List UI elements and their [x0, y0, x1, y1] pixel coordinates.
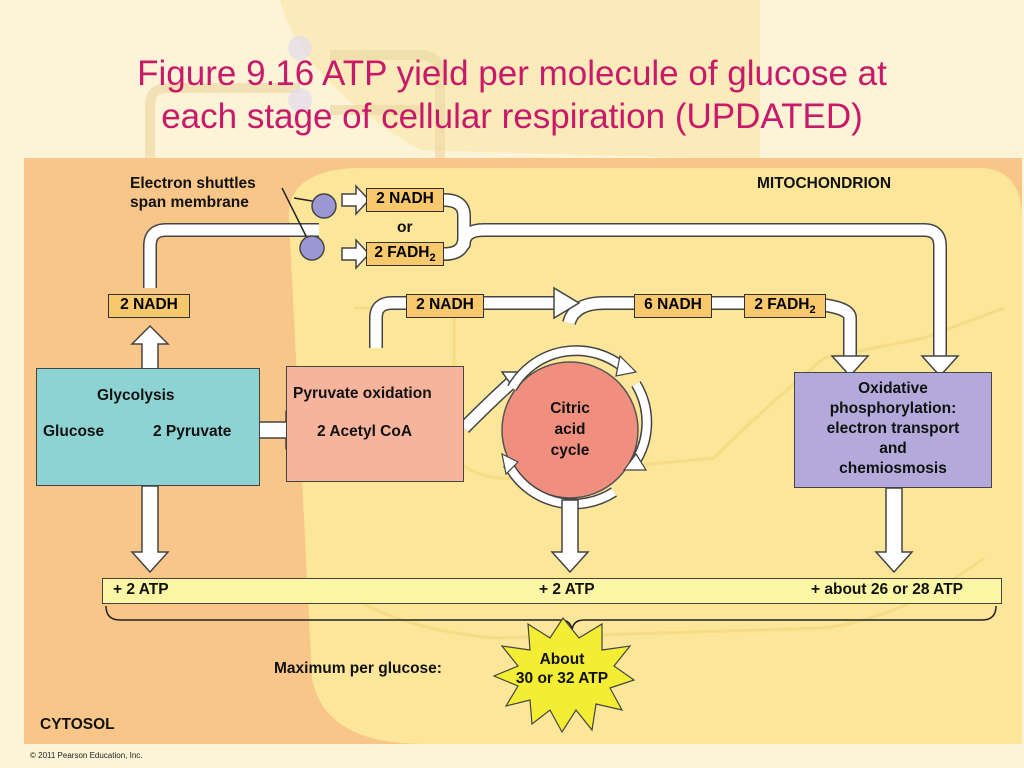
atp-glycolysis: + 2 ATP — [113, 581, 169, 598]
arrow-to-shuttle-nadh — [341, 184, 371, 216]
citric-fadh-text: 2 FADH — [754, 296, 810, 313]
or-label: or — [397, 219, 413, 236]
arrow-down-glycolysis — [130, 485, 170, 574]
shuttle-fadh-subscript: 2 — [429, 252, 436, 265]
arrowhead-to-oxphos-2 — [920, 355, 960, 378]
shuttle-circle-2 — [299, 235, 325, 261]
pyruvate-oxidation-title: Pyruvate oxidation — [293, 385, 432, 402]
oxphos-line-1: Oxidative — [858, 380, 928, 397]
arrow-down-citric — [550, 499, 590, 574]
arrow-to-shuttle-fadh — [341, 238, 371, 270]
citric-acid-cycle-circle — [501, 361, 639, 499]
pyruvate-oxidation-box: Pyruvate oxidation 2 Acetyl CoA — [286, 366, 464, 482]
max-atp-value: About 30 or 32 ATP — [512, 650, 612, 688]
atp-oxphos: + about 26 or 28 ATP — [811, 581, 964, 598]
shuttles-label: Electron shuttles span membrane — [130, 174, 256, 212]
pyruvate-label: 2 Pyruvate — [153, 423, 232, 440]
shuttles-label-line-1: Electron shuttles — [130, 175, 256, 192]
shuttle-fadh-tag: 2 FADH2 — [366, 242, 444, 266]
citric-fadh-subscript: 2 — [809, 304, 816, 317]
slide-title-line-2: each stage of cellular respiration (UPDA… — [161, 97, 863, 136]
atp-citric: + 2 ATP — [539, 581, 595, 598]
diagram-panel: Electron shuttles span membrane MITOCHON… — [24, 158, 1022, 744]
oxphos-box: Oxidative phosphorylation: electron tran… — [794, 372, 992, 488]
shuttle-circle-1 — [311, 193, 337, 219]
max-atp-line-2: 30 or 32 ATP — [515, 670, 609, 687]
shuttle-fadh-text: 2 FADH — [374, 244, 430, 261]
glycolysis-nadh-tag: 2 NADH — [108, 294, 190, 318]
pyruvate-nadh-tag: 2 NADH — [406, 294, 484, 318]
citric-fadh-tag: 2 FADH2 — [744, 294, 826, 318]
copyright: © 2011 Pearson Education, Inc. — [30, 751, 143, 760]
oxphos-line-3: electron transport — [826, 420, 960, 437]
slide-title-line-1: Figure 9.16 ATP yield per molecule of gl… — [137, 54, 887, 93]
acetyl-coa-label: 2 Acetyl CoA — [317, 423, 413, 440]
glycolysis-box: Glycolysis Glucose 2 Pyruvate — [36, 368, 260, 486]
citric-line-2: acid — [554, 421, 586, 438]
arrowhead-to-oxphos-1 — [830, 355, 870, 378]
background-decoration — [145, 0, 760, 160]
oxphos-line-5: chemiosmosis — [839, 460, 947, 477]
arrow-glycolysis-up — [130, 324, 170, 371]
shuttles-label-line-2: span membrane — [130, 194, 249, 211]
citric-line-3: cycle — [550, 442, 590, 459]
cytosol-label: CYTOSOL — [40, 716, 115, 733]
oxphos-line-2: phosphorylation: — [829, 400, 957, 417]
max-atp-starburst — [492, 616, 636, 734]
citric-acid-cycle-label: Citric acid cycle — [536, 398, 604, 461]
citric-line-1: Citric — [550, 400, 590, 417]
oxphos-line-4: and — [879, 440, 907, 457]
mitochondrion-label: MITOCHONDRION — [757, 175, 892, 192]
slide-title: Figure 9.16 ATP yield per molecule of gl… — [0, 52, 1024, 138]
shuttle-nadh-tag: 2 NADH — [366, 188, 444, 212]
glycolysis-title: Glycolysis — [97, 387, 175, 404]
citric-nadh-tag: 6 NADH — [634, 294, 712, 318]
arrow-nadh-right — [553, 286, 581, 320]
atp-yield-bar: + 2 ATP + 2 ATP + about 26 or 28 ATP — [102, 578, 1002, 604]
arrow-down-oxphos — [874, 487, 914, 574]
max-atp-line-1: About — [539, 651, 585, 668]
glucose-label: Glucose — [43, 423, 105, 440]
max-per-glucose-label: Maximum per glucose: — [274, 660, 442, 677]
